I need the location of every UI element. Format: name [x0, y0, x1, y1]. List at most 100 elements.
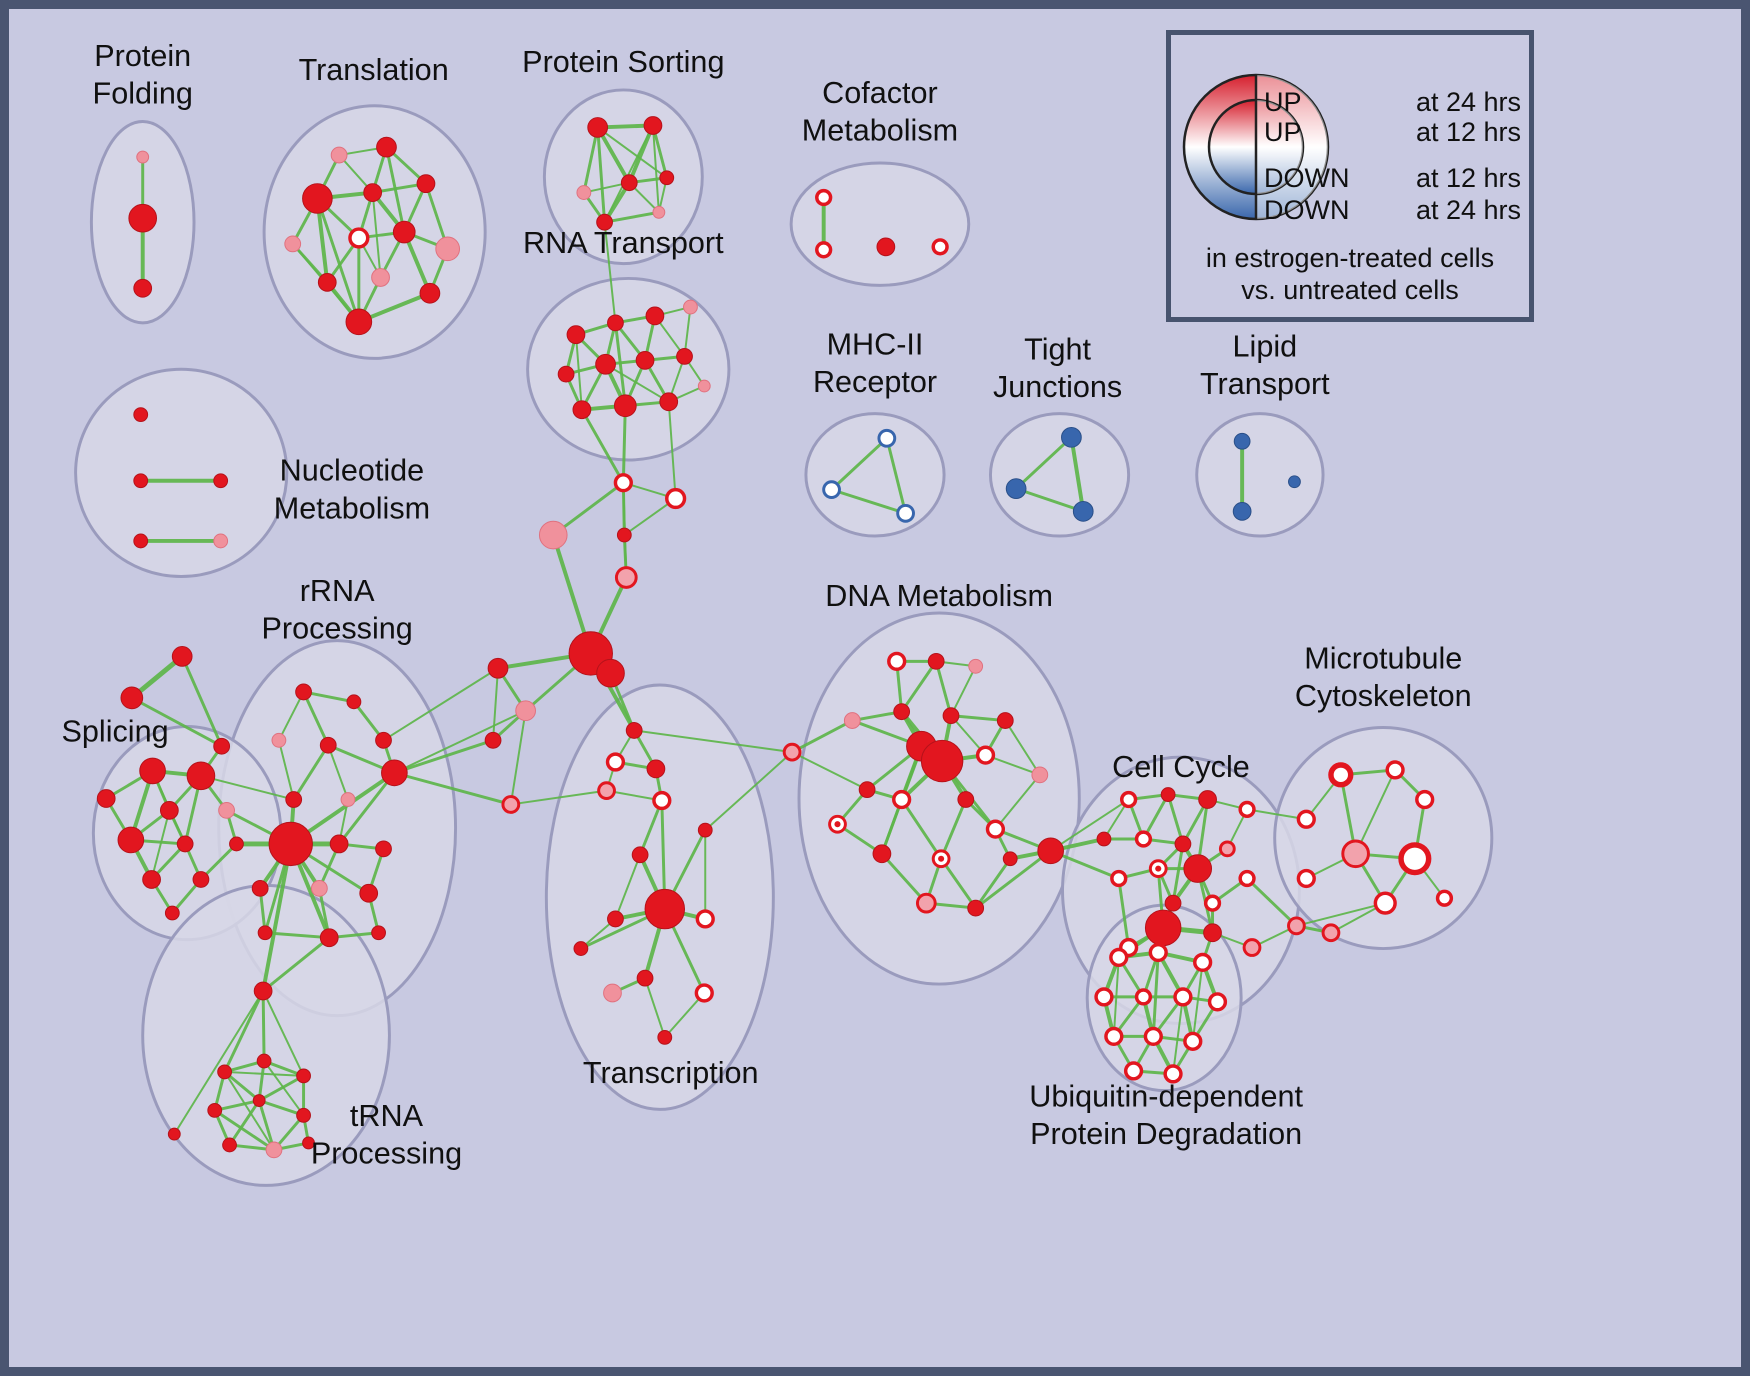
node-cc6[interactable] — [1134, 830, 1153, 848]
node-tc10[interactable] — [573, 941, 589, 956]
node-cx12[interactable] — [501, 795, 521, 814]
node-cx8[interactable] — [487, 657, 509, 679]
node-tl5[interactable] — [416, 174, 436, 194]
node-rt7[interactable] — [635, 350, 655, 370]
node-cm1[interactable] — [815, 188, 833, 207]
node-rr9[interactable] — [268, 821, 313, 867]
node-sx1[interactable] — [171, 646, 193, 667]
node-cc2[interactable] — [1160, 787, 1176, 802]
node-ps6[interactable] — [596, 213, 613, 231]
node-dm2[interactable] — [927, 652, 945, 670]
node-mc4[interactable] — [1415, 789, 1435, 810]
node-cc9[interactable] — [1183, 854, 1213, 883]
node-rr10[interactable] — [329, 834, 349, 854]
node-cc8[interactable] — [1218, 840, 1236, 858]
node-dm13[interactable] — [892, 789, 912, 810]
node-rt4[interactable] — [683, 299, 698, 315]
node-sp10[interactable] — [192, 871, 210, 888]
node-ub1[interactable] — [1109, 947, 1129, 968]
node-tl10[interactable] — [317, 273, 337, 292]
node-rr15[interactable] — [257, 925, 273, 941]
node-cc4[interactable] — [1238, 800, 1256, 819]
node-sp5[interactable] — [218, 801, 235, 819]
node-ub11[interactable] — [1123, 1061, 1144, 1081]
node-tc11[interactable] — [636, 969, 654, 987]
node-dm5[interactable] — [893, 703, 911, 721]
node-cx7[interactable] — [596, 658, 625, 688]
node-ub6[interactable] — [1173, 987, 1193, 1007]
node-cm2[interactable] — [815, 241, 833, 259]
node-ub5[interactable] — [1134, 988, 1153, 1006]
node-dm16[interactable] — [985, 819, 1006, 839]
node-cx3[interactable] — [538, 520, 568, 550]
node-nm5[interactable] — [213, 533, 229, 549]
node-sp9[interactable] — [142, 870, 161, 889]
node-lt3[interactable] — [1288, 475, 1301, 489]
node-pf3[interactable] — [133, 278, 153, 298]
node-mh1[interactable] — [877, 428, 897, 448]
node-dm9[interactable] — [920, 739, 964, 783]
node-cc15[interactable] — [1144, 909, 1182, 947]
node-tl12[interactable] — [419, 282, 441, 304]
node-cx9[interactable] — [515, 700, 536, 722]
node-sx2[interactable] — [120, 686, 144, 710]
node-cc1[interactable] — [1120, 790, 1138, 809]
node-dm21[interactable] — [967, 899, 985, 917]
node-cx1[interactable] — [613, 473, 633, 493]
node-sp11[interactable] — [164, 905, 180, 921]
node-dm4[interactable] — [843, 712, 861, 729]
node-cc5[interactable] — [1096, 831, 1112, 847]
node-rt9[interactable] — [572, 400, 592, 420]
node-tc6[interactable] — [631, 846, 649, 864]
node-dm6[interactable] — [942, 707, 960, 725]
node-ub7[interactable] — [1207, 992, 1228, 1012]
node-rt10[interactable] — [613, 394, 637, 418]
node-tl9[interactable] — [435, 236, 461, 262]
node-mc7[interactable] — [1296, 868, 1316, 889]
node-cx10[interactable] — [484, 731, 502, 749]
node-cx14[interactable] — [1037, 837, 1064, 865]
node-sp2[interactable] — [186, 761, 216, 791]
node-mh2[interactable] — [822, 480, 841, 500]
node-tc12[interactable] — [694, 983, 714, 1003]
node-rt3[interactable] — [645, 306, 665, 326]
node-dm11[interactable] — [858, 781, 876, 799]
node-rr8[interactable] — [340, 792, 356, 807]
node-rt1[interactable] — [566, 325, 586, 345]
node-cx4[interactable] — [616, 527, 632, 543]
node-tp7[interactable] — [296, 1107, 311, 1123]
node-mc3[interactable] — [1296, 809, 1316, 829]
node-mc2[interactable] — [1385, 760, 1405, 780]
node-sx3[interactable] — [213, 737, 231, 755]
node-rt6[interactable] — [595, 353, 616, 375]
node-cc16[interactable] — [1203, 923, 1222, 943]
node-mh3[interactable] — [896, 503, 915, 523]
node-dm17[interactable] — [872, 844, 892, 864]
node-tl1[interactable] — [330, 146, 348, 164]
node-tp4[interactable] — [296, 1068, 311, 1084]
node-cc7[interactable] — [1174, 835, 1192, 853]
node-dm12[interactable] — [1031, 766, 1049, 784]
node-tc13[interactable] — [603, 983, 622, 1003]
node-rr12[interactable] — [251, 879, 269, 897]
node-sp1[interactable] — [139, 757, 166, 785]
node-ps5[interactable] — [659, 170, 675, 186]
node-cm4[interactable] — [931, 238, 949, 256]
node-tp8[interactable] — [222, 1137, 237, 1153]
node-rr11[interactable] — [375, 840, 392, 858]
node-lt1[interactable] — [1233, 432, 1251, 450]
node-rr14[interactable] — [359, 883, 379, 903]
node-ps1[interactable] — [587, 117, 609, 138]
node-ps4[interactable] — [620, 174, 638, 192]
node-tc8[interactable] — [607, 910, 624, 928]
node-rt11[interactable] — [659, 392, 679, 412]
node-tl7[interactable] — [348, 227, 370, 249]
node-cc12[interactable] — [1238, 869, 1256, 888]
node-tc9[interactable] — [695, 909, 715, 929]
node-cc18[interactable] — [1242, 938, 1262, 957]
node-tj1[interactable] — [1061, 426, 1082, 448]
node-tp1[interactable] — [167, 1127, 181, 1141]
node-mc5[interactable] — [1341, 839, 1370, 869]
node-tp9[interactable] — [265, 1141, 283, 1159]
node-rr7[interactable] — [285, 791, 303, 808]
